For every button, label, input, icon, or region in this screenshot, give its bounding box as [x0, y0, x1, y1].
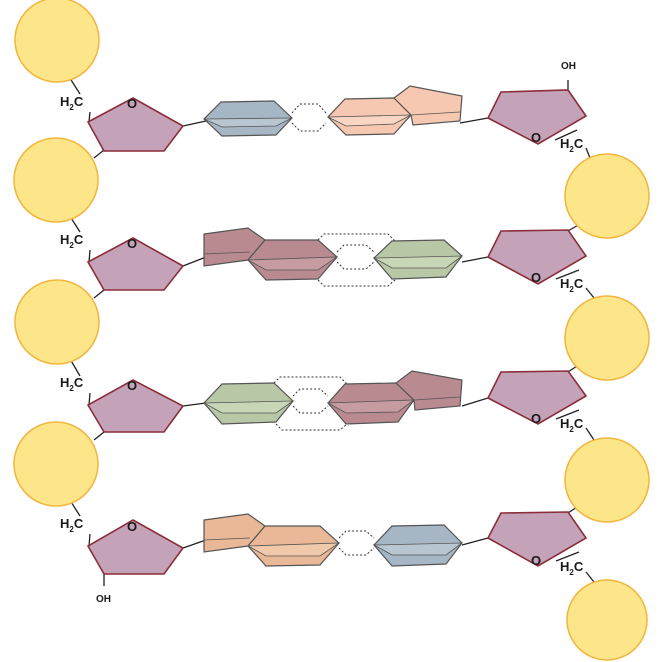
hydroxyl-label-top: OH — [561, 61, 576, 72]
backbone-bonds — [65, 71, 595, 586]
h2c-label: H2C — [60, 516, 84, 534]
base-rose-3 — [326, 370, 463, 425]
base-green-3 — [202, 382, 295, 425]
hydrogen-bonds-4 — [338, 530, 375, 556]
sugar-left-1 — [86, 97, 185, 152]
h2c-label: H2C — [560, 416, 584, 434]
ring-oxygen-label: O — [127, 519, 137, 534]
ring-oxygen-label: O — [127, 236, 137, 251]
sugars-left — [86, 97, 185, 575]
base-pair-1 — [203, 85, 463, 137]
sugar-left-2 — [86, 237, 185, 291]
phosphate-left-3 — [14, 279, 100, 365]
base-rose-2 — [203, 227, 339, 281]
sugars-right — [486, 89, 588, 567]
phosphate-right-2 — [564, 295, 650, 381]
sugar-left-4 — [86, 519, 185, 575]
phosphate-right-3 — [564, 437, 650, 523]
labels: H2C H2C H2C H2C H2C H2C H2C H2C O O O O … — [60, 61, 584, 605]
base-blue-4 — [372, 524, 464, 567]
base-peach-1 — [327, 85, 463, 136]
sugar-right-1 — [486, 89, 588, 145]
h2c-label: H2C — [60, 375, 84, 393]
sugar-right-3 — [486, 370, 588, 425]
phosphate-left-2 — [13, 137, 99, 223]
sugar-right-4 — [486, 511, 588, 567]
sugar-left-3 — [86, 379, 185, 433]
ring-oxygen-label: O — [531, 130, 541, 145]
h2c-label: H2C — [560, 136, 584, 154]
sugar-right-2 — [486, 229, 588, 285]
base-blue-1 — [203, 100, 293, 137]
hydrogen-bonds-2 — [317, 233, 396, 287]
phosphate-right-4 — [566, 579, 648, 661]
h2c-label: H2C — [60, 94, 84, 112]
hydroxyl-label-bottom: OH — [96, 594, 111, 605]
base-orange-4 — [203, 513, 341, 567]
base-pair-2 — [203, 227, 464, 287]
base-pair-3 — [202, 370, 463, 431]
h2c-label: H2C — [560, 276, 584, 294]
ring-oxygen-label: O — [127, 378, 137, 393]
ring-oxygen-label: O — [531, 270, 541, 285]
h2c-label: H2C — [560, 559, 584, 577]
base-green-2 — [372, 239, 464, 280]
phosphate-groups — [13, 0, 650, 661]
phosphate-left-1 — [14, 0, 100, 83]
hydrogen-bonds-3 — [273, 376, 348, 431]
h2c-label: H2C — [60, 232, 84, 250]
ring-oxygen-label: O — [531, 553, 541, 568]
phosphate-left-4 — [13, 421, 99, 507]
hydrogen-bonds-1 — [291, 103, 327, 132]
phosphate-right-1 — [564, 153, 650, 239]
base-pair-4 — [203, 513, 464, 567]
ring-oxygen-label: O — [127, 96, 137, 111]
ring-oxygen-label: O — [531, 411, 541, 426]
